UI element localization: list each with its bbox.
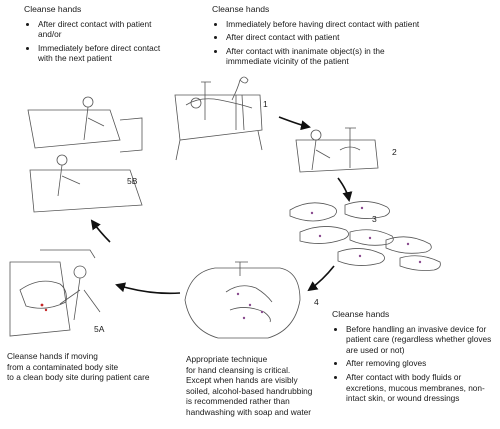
caption-line: Except when hands are visibly — [186, 375, 298, 386]
instruction-block-top-right: Cleanse hands Immediately before having … — [212, 4, 422, 70]
arrow-2-to-3 — [337, 177, 353, 202]
instruction-item: After removing gloves — [346, 358, 498, 369]
instruction-item: After direct contact with patient — [226, 32, 422, 43]
illustration-step-5a-wound — [40, 303, 48, 312]
arrow-5a-to-5b — [90, 219, 111, 243]
caption-bottom-left: Cleanse hands if moving from a contamina… — [7, 351, 182, 383]
instruction-item: Immediately before having direct contact… — [226, 19, 422, 30]
instruction-block-top-left: Cleanse hands After direct contact with … — [24, 4, 174, 67]
caption-line: Cleanse hands if moving — [7, 351, 98, 361]
step-number-5a: 5A — [94, 324, 105, 334]
arrow-3-to-4 — [307, 265, 335, 292]
instruction-item: Immediately before direct contact with t… — [38, 43, 174, 64]
caption-line: to a clean body site during patient care — [7, 372, 150, 383]
arrow-1-to-2 — [278, 116, 311, 131]
cycle-arrows — [90, 116, 353, 295]
caption-line: Appropriate technique — [186, 354, 268, 364]
illustration-step-2 — [295, 127, 379, 173]
illustration-step-5b — [27, 96, 143, 213]
caption-line: is recommended rather than — [186, 396, 290, 407]
illustration-step-4 — [184, 261, 301, 339]
caption-line: soiled, alcohol-based handrubbing — [186, 385, 313, 396]
illustration-step-5a — [9, 249, 101, 337]
instruction-heading: Cleanse hands — [24, 4, 82, 14]
instruction-item: After direct contact with patient and/or — [38, 19, 174, 40]
step-number-5b: 5B — [127, 176, 138, 186]
caption-line: for hand cleansing is critical. — [186, 364, 291, 375]
illustration-step-1 — [174, 76, 263, 161]
step-number-1: 1 — [263, 99, 268, 109]
instruction-block-bottom-right: Cleanse hands Before handling an invasiv… — [332, 309, 498, 407]
illustration-step-3 — [289, 201, 441, 271]
instruction-item: After contact with body fluids or excret… — [346, 372, 498, 404]
step-number-3: 3 — [372, 214, 377, 224]
instruction-item: After contact with inanimate object(s) i… — [226, 46, 422, 67]
instruction-item: Before handling an invasive device for p… — [346, 324, 498, 356]
step-number-4: 4 — [314, 297, 319, 307]
instruction-heading: Cleanse hands — [332, 309, 390, 319]
illustration-step-4-marks — [236, 292, 264, 320]
caption-line: handwashing with soap and water — [186, 406, 311, 417]
arrow-4-to-5a — [115, 282, 181, 295]
caption-bottom-center: Appropriate technique for hand cleansing… — [186, 354, 331, 418]
instruction-heading: Cleanse hands — [212, 4, 270, 14]
illustration-step-3-marks — [310, 206, 422, 264]
step-number-2: 2 — [392, 147, 397, 157]
caption-line: from a contaminated body site — [7, 361, 119, 372]
